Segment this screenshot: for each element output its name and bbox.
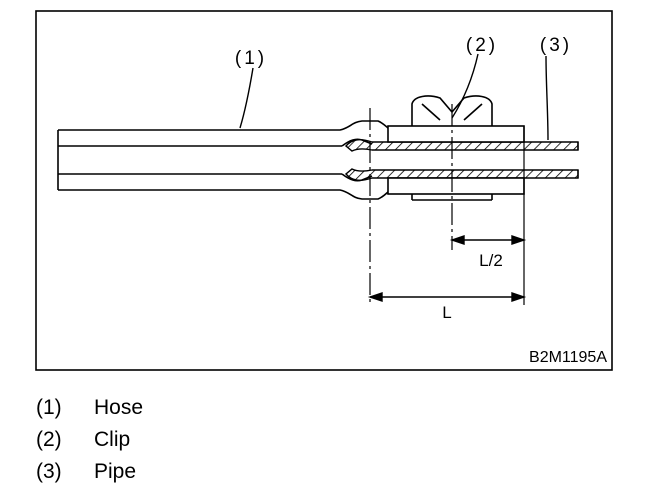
hose-shape	[57, 120, 399, 200]
callout-leaders	[239, 53, 549, 141]
legend-label: Pipe	[94, 460, 137, 483]
legend-item: (1) Hose	[36, 392, 143, 424]
legend-item: (2) Clip	[36, 424, 143, 456]
callout-pipe: (3)	[540, 35, 572, 56]
legend-label: Hose	[94, 396, 144, 419]
legend-number: (2)	[36, 428, 62, 451]
callout-hose: (1)	[235, 48, 267, 69]
legend-number: (1)	[36, 396, 62, 419]
callout-clip: (2)	[466, 35, 498, 56]
pipe-shape	[345, 138, 579, 182]
diagram-border	[35, 10, 613, 371]
dimension-lines	[367, 235, 527, 302]
legend-number: (3)	[36, 460, 62, 483]
legend: (1) Hose (2) Clip (3) Pipe	[36, 392, 143, 488]
dimension-half-label: L/2	[479, 251, 503, 270]
dimension-full-label: L	[442, 303, 451, 322]
centerlines	[369, 104, 525, 305]
legend-item: (3) Pipe	[36, 456, 143, 488]
legend-label: Clip	[94, 428, 131, 451]
figure-code: B2M1195A	[529, 349, 607, 366]
hose-clip-diagram: (1) (2) (3) L/2 L B2M1195A	[35, 10, 613, 371]
